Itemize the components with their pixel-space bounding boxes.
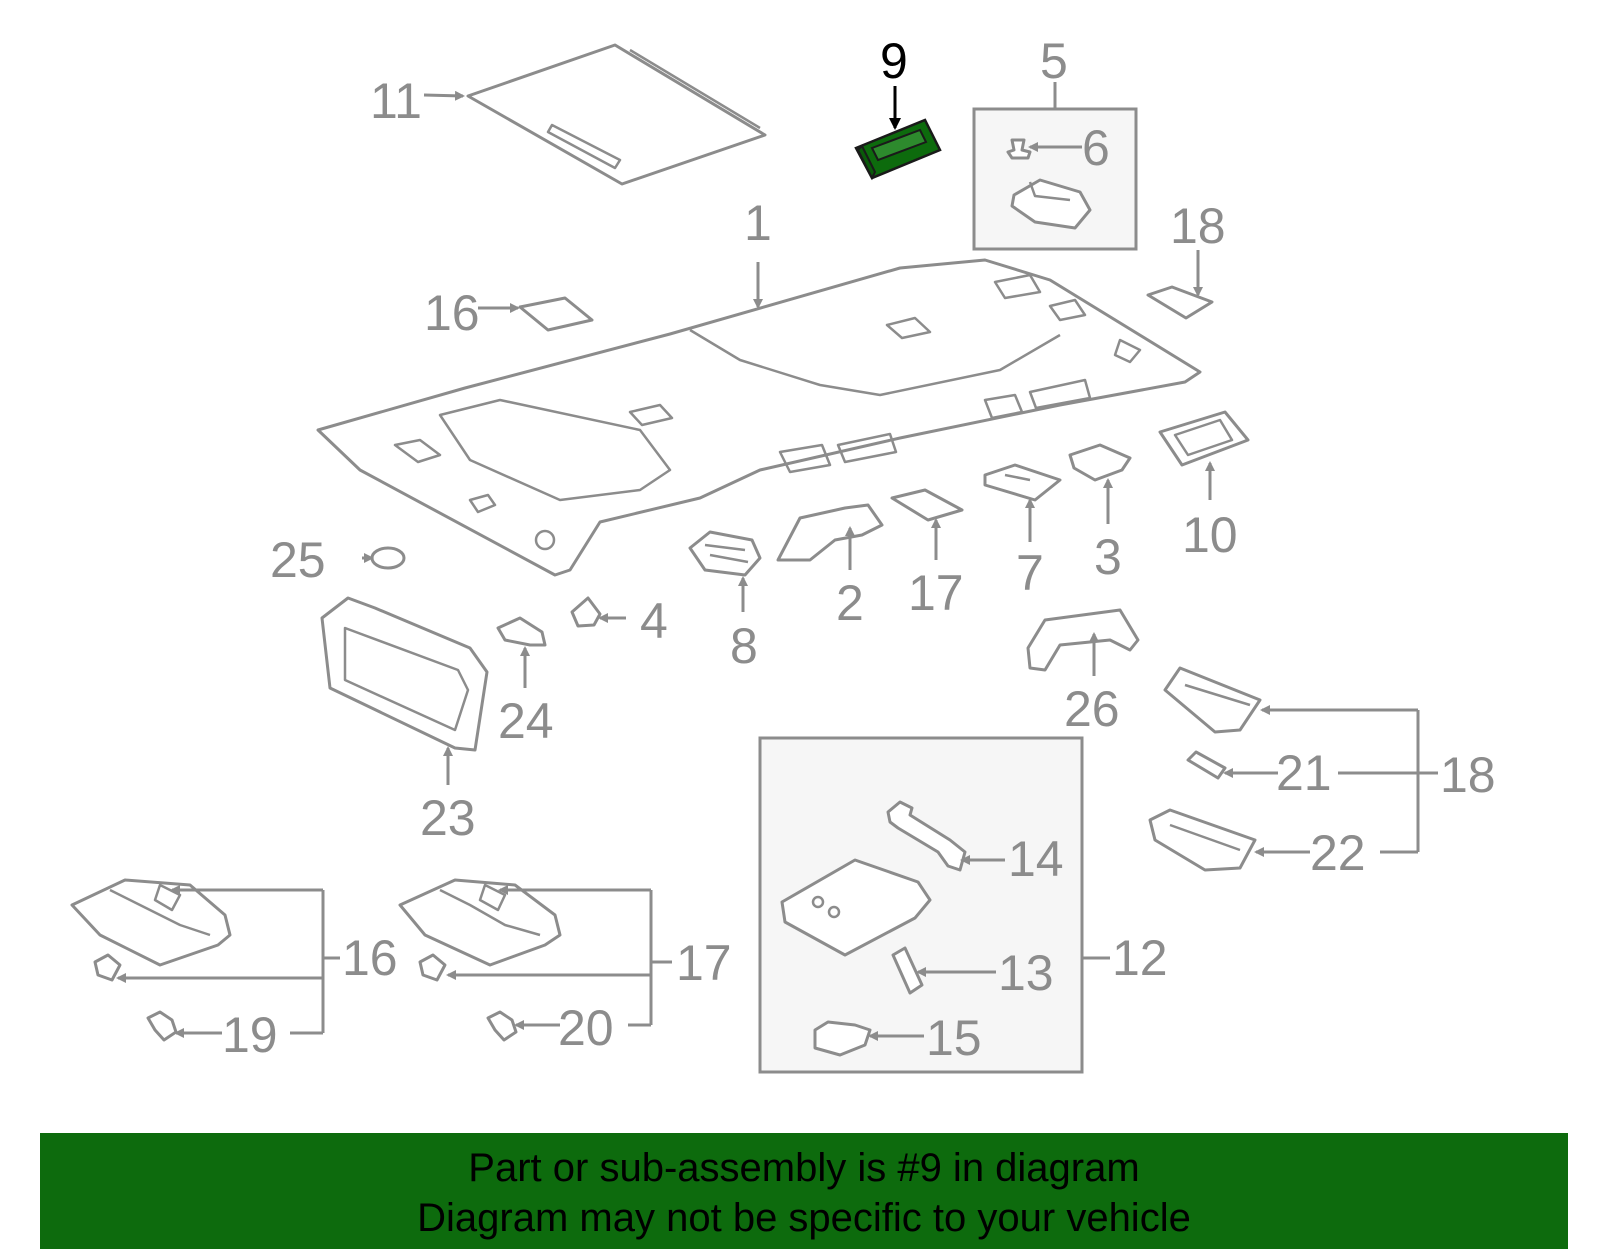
part-2-bracket xyxy=(776,503,884,562)
banner-line-2: Diagram may not be specific to your vehi… xyxy=(417,1196,1191,1240)
part-1-headliner xyxy=(316,258,1202,577)
part-25-plug xyxy=(370,546,406,570)
part-24-bracket xyxy=(496,616,547,647)
callout-10: 10 xyxy=(1182,507,1238,563)
banner-line-1: Part or sub-assembly is #9 in diagram xyxy=(468,1146,1140,1190)
callout-3: 3 xyxy=(1094,529,1122,585)
callout-12: 12 xyxy=(1112,930,1168,986)
part-15-clip xyxy=(813,1020,872,1057)
callout-14: 14 xyxy=(1008,831,1064,887)
callout-21: 21 xyxy=(1276,745,1332,801)
callout-25: 25 xyxy=(270,532,326,588)
callout-19: 19 xyxy=(222,1007,278,1063)
part-4-clip xyxy=(570,596,602,628)
part-6-clip xyxy=(1006,138,1032,160)
group-box-5 xyxy=(972,107,1138,251)
info-banner: Part or sub-assembly is #9 in diagram Di… xyxy=(40,1133,1568,1249)
callout-18-top: 18 xyxy=(1170,198,1226,254)
part-11-sunshade xyxy=(466,43,767,186)
callout-15: 15 xyxy=(926,1010,982,1066)
callout-13: 13 xyxy=(998,945,1054,1001)
callout-26: 26 xyxy=(1064,681,1120,737)
part-16-pad xyxy=(518,296,594,332)
part-13-bulb xyxy=(891,946,924,995)
callout-16-top: 16 xyxy=(424,285,480,341)
part-23-visor xyxy=(320,596,489,752)
part-7-cover xyxy=(983,463,1062,502)
part-3-bracket xyxy=(1068,443,1132,482)
part-19-socket xyxy=(146,1010,178,1042)
part-8-lamp xyxy=(688,530,762,577)
part-12-lamp xyxy=(780,858,932,957)
part-18-assembly xyxy=(1163,666,1262,734)
callout-2: 2 xyxy=(836,575,864,631)
callout-18-right: 18 xyxy=(1440,747,1496,803)
part-5-bracket xyxy=(1010,178,1092,230)
part-16-lamp xyxy=(70,878,232,967)
callout-20: 20 xyxy=(558,1000,614,1056)
callout-11: 11 xyxy=(370,73,422,129)
callout-8: 8 xyxy=(730,618,758,674)
part-26-grip xyxy=(1026,608,1140,672)
part-17-pad xyxy=(890,488,964,522)
part-21-bulb xyxy=(1186,750,1227,780)
callout-24: 24 xyxy=(498,693,554,749)
callout-23: 23 xyxy=(420,790,476,846)
callout-6: 6 xyxy=(1082,120,1110,176)
part-18-pad xyxy=(1146,285,1214,320)
callout-1: 1 xyxy=(744,195,772,251)
callout-17-bottom: 17 xyxy=(676,935,732,991)
callout-9: 9 xyxy=(880,33,908,89)
callout-5: 5 xyxy=(1040,33,1068,89)
part-22-lens xyxy=(1148,808,1257,872)
leader-lines xyxy=(116,82,1438,1041)
callout-7: 7 xyxy=(1016,545,1044,601)
part-20-socket xyxy=(486,1010,518,1042)
callout-22: 22 xyxy=(1310,825,1366,881)
part-10-trim xyxy=(1158,410,1250,467)
part-9-highlighted xyxy=(854,118,942,181)
part-20-bulb xyxy=(418,953,447,982)
callout-4: 4 xyxy=(640,593,668,649)
part-17-lamp xyxy=(398,878,562,967)
part-19-bulb xyxy=(93,953,122,982)
callout-17-mid: 17 xyxy=(908,565,964,621)
callout-16-bottom: 16 xyxy=(342,930,398,986)
